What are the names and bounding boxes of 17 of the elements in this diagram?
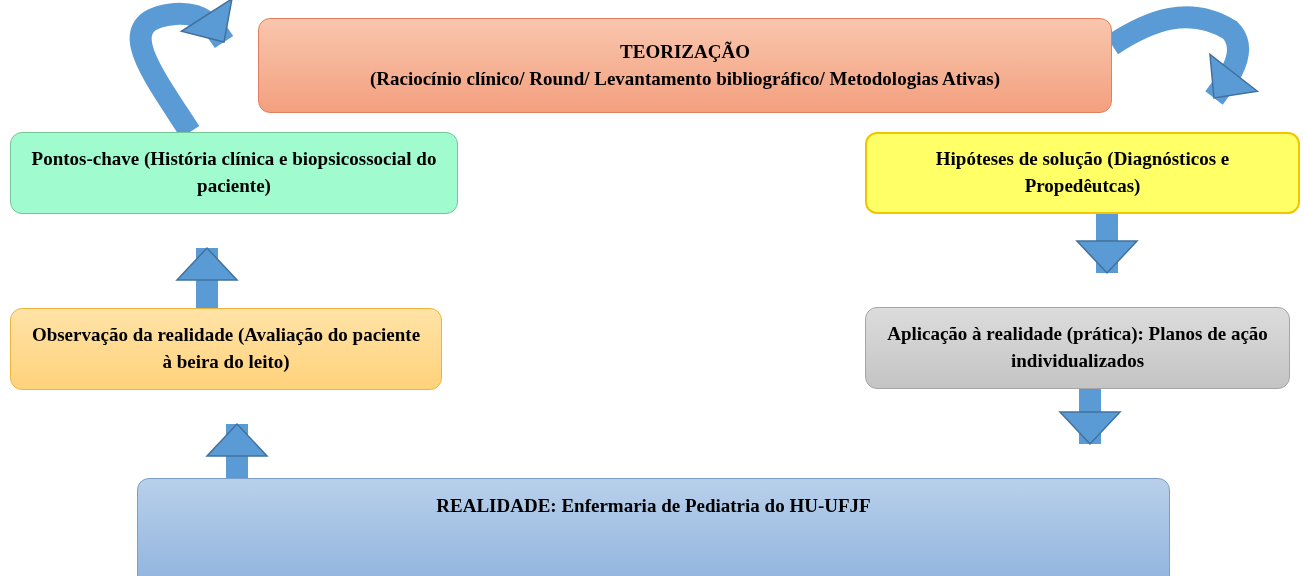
block-arrow [1076, 214, 1138, 274]
block-arrow [1059, 389, 1121, 445]
process-box [258, 18, 1112, 113]
block-arrow [206, 423, 268, 478]
process-box [865, 307, 1290, 389]
block-arrow [176, 247, 238, 308]
box-text: Aplicação à realidade (prática): Planos de ação individualizados [886, 322, 1269, 373]
box-text: (Raciocínio clínico/ Round/ Levantamento bibliográfico/ Metodologias Ativas) [369, 66, 1001, 91]
box-text: Pontos-chave (História clínica e biopsicossocial do paciente) [31, 147, 437, 198]
process-box [10, 308, 442, 390]
box-text: Observação da realidade (Avaliação do paciente à beira do leito) [31, 323, 421, 374]
process-box [137, 478, 1170, 576]
process-box [865, 132, 1300, 214]
box-text: REALIDADE: Enfermaria de Pediatria do HU-UFJF [436, 494, 871, 518]
box-text: Hipóteses de solução (Diagnósticos e Propedêutcas) [934, 147, 1231, 198]
box-heading: TEORIZAÇÃO [620, 39, 750, 64]
process-box [10, 132, 458, 214]
